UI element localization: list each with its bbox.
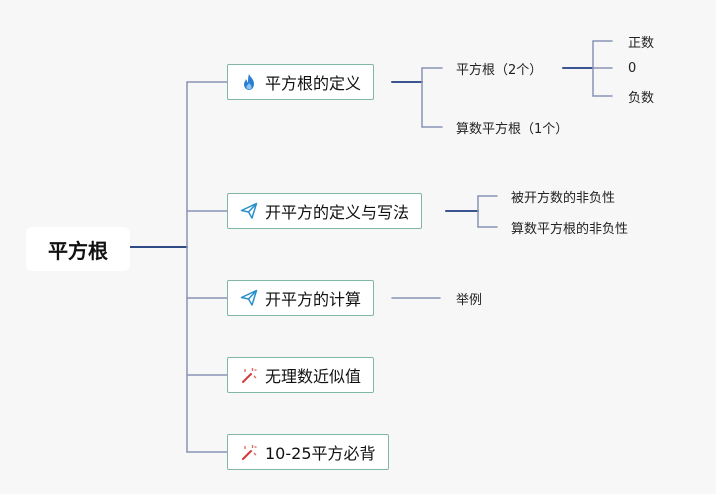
branch-label: 开平方的计算 [265, 290, 362, 309]
magic-wand-icon [240, 443, 258, 461]
leaf-positive[interactable]: 正数 [628, 36, 655, 51]
branch-node-memorize[interactable]: 10-25平方必背 [227, 434, 389, 470]
branch-label: 平方根的定义 [265, 74, 362, 93]
branch-label: 开平方的定义与写法 [265, 203, 410, 222]
leaf-negative[interactable]: 负数 [628, 91, 655, 106]
branch-node-definition[interactable]: 平方根的定义 [227, 64, 375, 100]
subnode-square-roots[interactable]: 平方根（2个） [456, 63, 543, 78]
subnode-root-nonnegative[interactable]: 算数平方根的非负性 [511, 222, 629, 237]
subnode-arithmetic-root[interactable]: 算数平方根（1个） [456, 122, 569, 137]
branch-node-calculation[interactable]: 开平方的计算 [227, 280, 375, 316]
leaf-zero[interactable]: 0 [628, 61, 637, 76]
subnode-example[interactable]: 举例 [456, 293, 483, 308]
branch-label: 10-25平方必背 [265, 444, 376, 463]
flame-icon [240, 73, 258, 91]
magic-wand-icon [240, 366, 258, 384]
subnode-radicand-nonnegative[interactable]: 被开方数的非负性 [511, 191, 616, 206]
paper-plane-icon [240, 202, 258, 220]
branch-node-approximation[interactable]: 无理数近似值 [227, 357, 375, 393]
paper-plane-icon [240, 289, 258, 307]
branch-node-notation[interactable]: 开平方的定义与写法 [227, 193, 423, 229]
branch-label: 无理数近似值 [265, 367, 362, 386]
root-node[interactable]: 平方根 [26, 227, 130, 271]
